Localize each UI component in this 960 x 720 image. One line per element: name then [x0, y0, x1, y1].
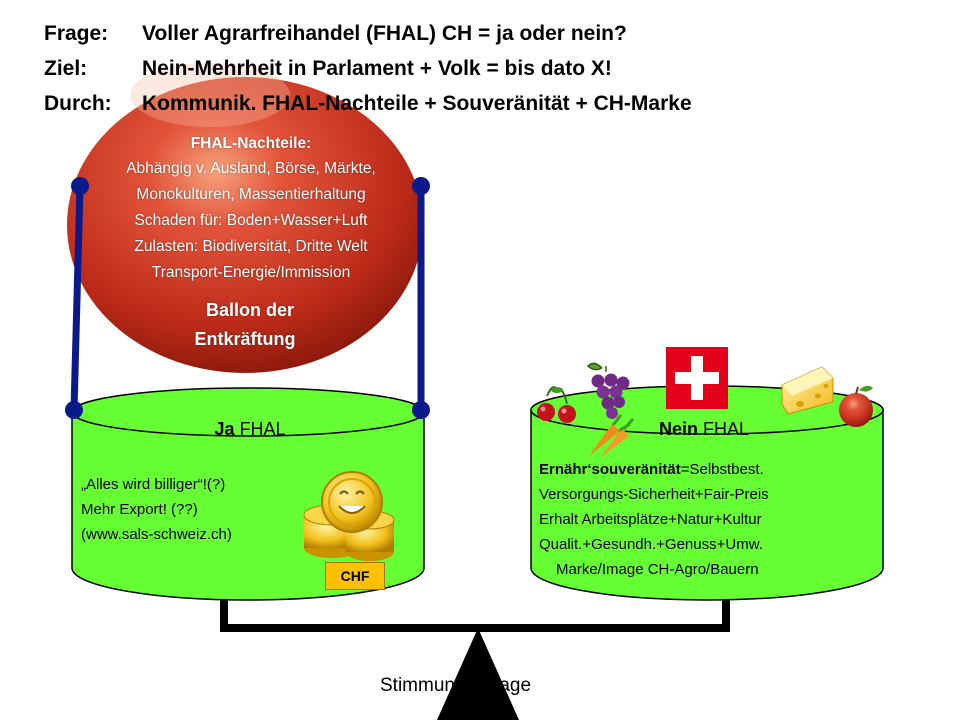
- header-key-question: Frage:: [44, 22, 109, 45]
- balance-fulcrum: [437, 628, 519, 720]
- balloon-heading: FHAL-Nachteile:: [190, 135, 312, 152]
- balloon-line: Zulasten: Biodiversität, Dritte Welt: [134, 238, 368, 255]
- right-bowl-line1-bold: Ernähr‘souveränität: [539, 461, 681, 478]
- balloon-line: Abhängig v. Ausland, Börse, Märkte,: [126, 160, 376, 177]
- left-bowl-line: (www.sals-schweiz.ch): [81, 526, 232, 543]
- scale-label: Stimmungswaage: [380, 675, 532, 696]
- grapes-icon: [586, 362, 630, 419]
- cheese-icon: [781, 366, 834, 415]
- left-bowl-line: Mehr Export! (??): [81, 501, 198, 518]
- right-bowl-title: Nein FHAL: [604, 419, 804, 440]
- apple-icon: [839, 385, 873, 427]
- cherries-icon: [537, 386, 576, 423]
- left-bowl-line: „Alles wird billiger“!(?): [81, 476, 226, 493]
- right-bowl-line1-rest: =Selbstbest.: [680, 461, 764, 478]
- rope-knot-top-right: [412, 177, 430, 195]
- rope-knot-bottom-right: [412, 401, 430, 419]
- balance-beam: [220, 592, 730, 632]
- right-bowl-title-rest: FHAL: [698, 419, 750, 439]
- header-key-goal: Ziel:: [44, 57, 88, 80]
- left-bowl-title-rest: FHAL: [234, 419, 286, 439]
- balloon-line: Monokulturen, Massentierhaltung: [136, 186, 366, 203]
- balloon-line: Schaden für: Boden+Wasser+Luft: [134, 212, 368, 229]
- right-bowl-line: Marke/Image CH-Agro/Bauern: [556, 561, 759, 578]
- header-line-goal: Ziel: Nein-Mehrheit in Parlament + Volk =…: [44, 54, 612, 84]
- left-bowl-title-bold: Ja: [214, 419, 235, 439]
- chf-badge: CHF: [325, 562, 385, 590]
- rope-knot-bottom-left: [65, 401, 83, 419]
- coins-smiley-icon: [303, 471, 395, 561]
- right-bowl-line: Erhalt Arbeitsplätze+Natur+Kultur: [539, 511, 762, 528]
- rope-knot-top-left: [71, 177, 89, 195]
- balloon-apple-icon: [67, 63, 423, 373]
- right-bowl-title-bold: Nein: [658, 419, 698, 439]
- header-line-question: Frage: Voller Agrarfreihandel (FHAL) CH =…: [44, 19, 627, 49]
- swiss-flag-icon: [666, 347, 728, 409]
- header-key-means: Durch:: [44, 92, 112, 115]
- header-text-question: Voller Agrarfreihandel (FHAL) CH = ja od…: [142, 22, 627, 45]
- balloon-label: Entkräftung: [194, 329, 296, 349]
- left-bowl-title: Ja FHAL: [150, 419, 350, 440]
- header-text-goal: Nein-Mehrheit in Parlament + Volk = bis …: [142, 57, 612, 80]
- right-bowl-line: Qualit.+Gesundh.+Genuss+Umw.: [539, 536, 763, 553]
- carrots-icon: [589, 414, 635, 458]
- balloon-label: Ballon der: [205, 300, 294, 320]
- right-bowl-line: Versorgungs-Sicherheit+Fair-Preis: [539, 486, 769, 503]
- header-line-means: Durch: Kommunik. FHAL-Nachteile + Souverä…: [44, 89, 692, 119]
- header-text-means: Kommunik. FHAL-Nachteile + Souveränität …: [142, 92, 692, 115]
- balloon-line: Transport-Energie/Immission: [151, 264, 351, 281]
- rope-left: [70, 185, 84, 411]
- right-bowl-line: Ernähr‘souveränität=Selbstbest.: [539, 457, 764, 482]
